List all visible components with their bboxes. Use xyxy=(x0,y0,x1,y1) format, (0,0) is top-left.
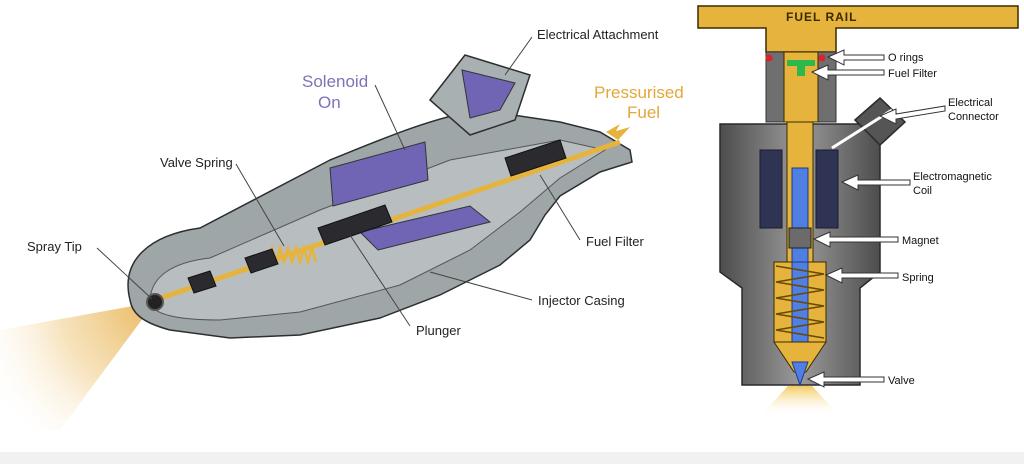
right-injector-schematic xyxy=(697,5,1019,416)
coil-left xyxy=(759,149,783,229)
label-electrical-attachment: Electrical Attachment xyxy=(537,27,659,42)
label-fuel-filter-left: Fuel Filter xyxy=(586,234,644,249)
o-ring-right xyxy=(818,54,826,62)
fuel-filter-right xyxy=(787,60,815,76)
electrical-connector-right xyxy=(853,96,907,147)
label-coil-line1: Electromagnetic xyxy=(913,171,992,183)
left-leaders xyxy=(96,36,581,327)
label-spray-tip: Spray Tip xyxy=(27,239,82,254)
pressurised-fuel-arrow xyxy=(606,124,630,140)
fuel-rail-title: FUEL RAIL xyxy=(786,10,857,24)
solenoid-lower xyxy=(359,205,492,251)
spray-cone xyxy=(0,302,155,430)
valve-needle xyxy=(791,361,809,387)
spring-right xyxy=(775,265,825,339)
label-valve-spring: Valve Spring xyxy=(160,155,233,170)
label-electrical-connector-line2: Connector xyxy=(948,111,999,123)
plunger xyxy=(317,204,393,246)
label-electrical-connector-line1: Electrical xyxy=(948,97,993,109)
left-injector-illustration xyxy=(0,54,633,430)
label-spring: Spring xyxy=(902,272,934,284)
label-pressurised-line2: Fuel xyxy=(627,103,660,122)
label-solenoid-line2: On xyxy=(318,93,341,112)
magnet xyxy=(788,227,812,249)
fuel-rail xyxy=(697,5,1019,53)
label-o-rings: O rings xyxy=(888,52,924,64)
label-coil-line2: Coil xyxy=(913,185,932,197)
coil-right xyxy=(815,149,839,229)
label-pressurised-line1: Pressurised xyxy=(594,83,684,102)
label-fuel-filter-right: Fuel Filter xyxy=(888,68,937,80)
o-ring-left xyxy=(765,54,773,62)
spray-glow xyxy=(760,386,840,416)
right-arrows xyxy=(806,49,946,388)
fuel-filter-element xyxy=(504,139,567,177)
solenoid-upper xyxy=(329,141,429,207)
bottom-strip xyxy=(0,452,1024,464)
label-valve: Valve xyxy=(888,375,915,387)
label-solenoid-line1: Solenoid xyxy=(302,72,368,91)
label-injector-casing: Injector Casing xyxy=(538,293,625,308)
label-plunger: Plunger xyxy=(416,323,461,338)
label-magnet: Magnet xyxy=(902,235,939,247)
